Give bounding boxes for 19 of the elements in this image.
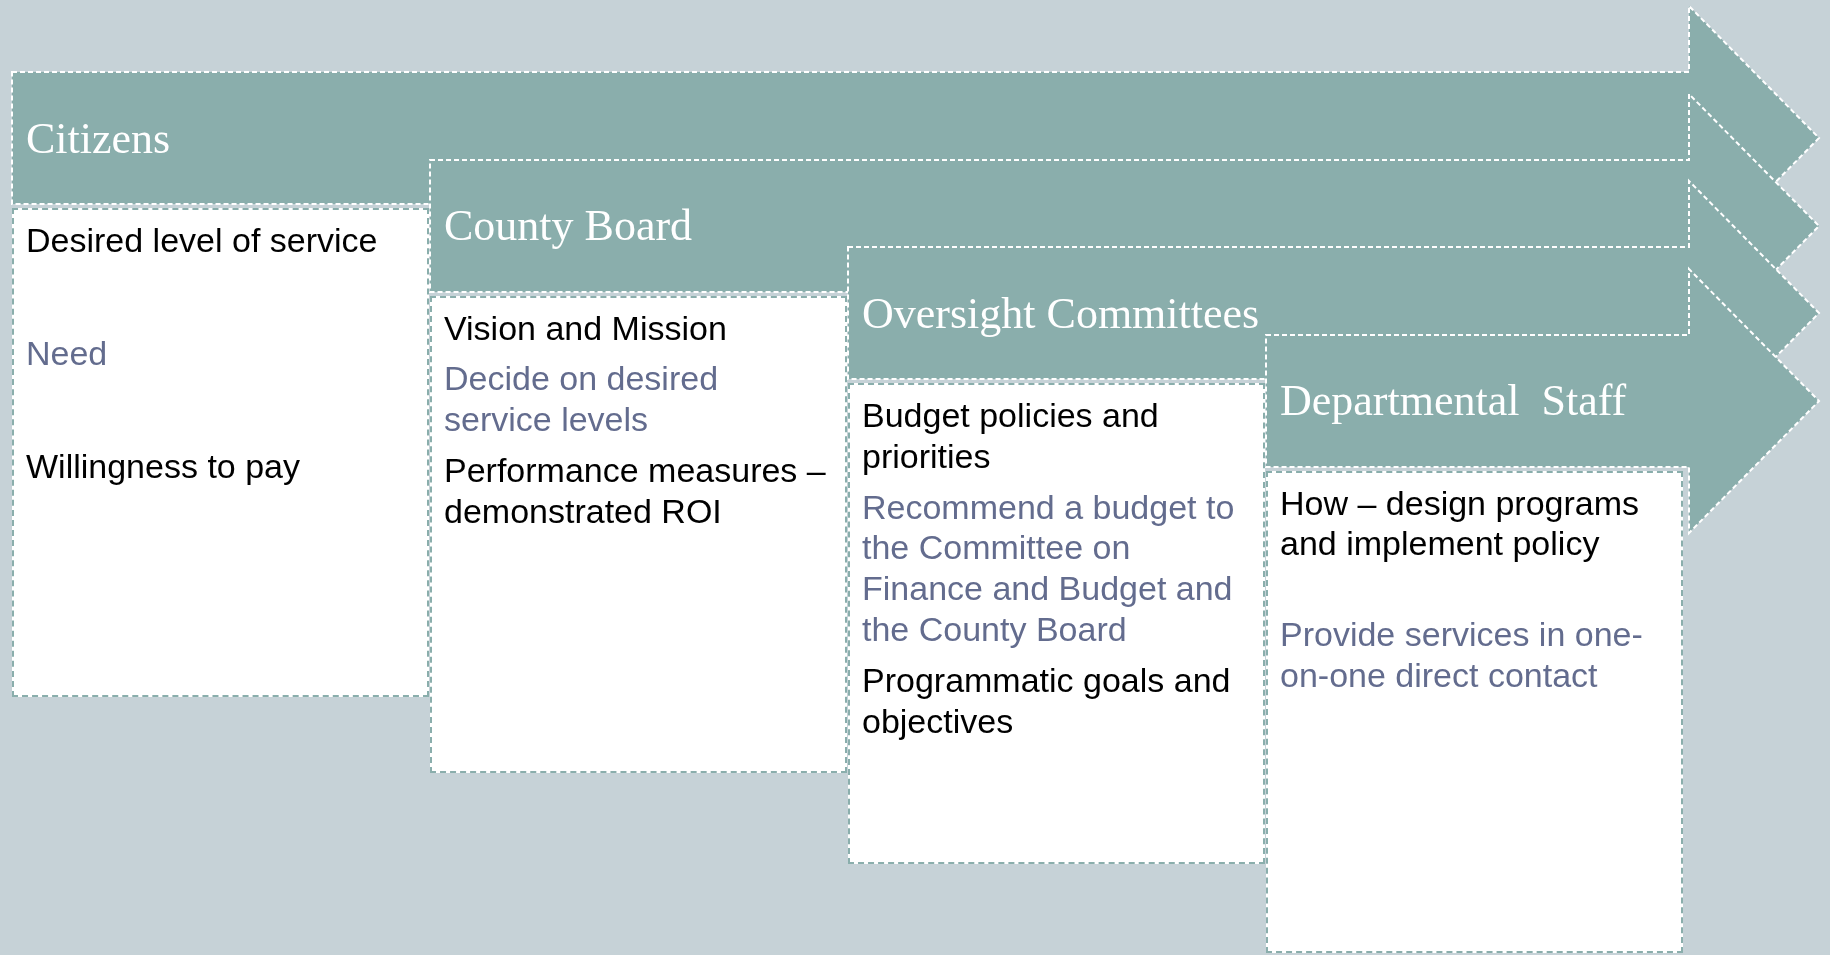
body-text: Recommend a budget to the Committee on Finance and Budget and the County Board [862,486,1236,650]
band-heading: Citizens [26,112,171,165]
text-panel [1266,470,1683,953]
body-text: Budget policies and priorities [862,395,1160,477]
text-panel [430,295,847,773]
band-heading: Departmental Staff [1280,375,1627,427]
body-text: How – design programs and implement policy [1280,482,1641,565]
text-panel [848,383,1265,864]
body-text: Willingness to pay [26,445,301,487]
body-text: Programmatic goals and objectives [862,659,1232,742]
band-heading: County Board [444,200,693,252]
band-heading: Oversight Committees [862,287,1260,340]
body-text: Need [26,332,109,374]
body-text: Desired level of service [26,220,379,261]
body-text: Provide services in one-on-one direct contact [1280,614,1644,696]
text-panel [12,208,429,697]
body-text: Performance measures – demonstrated ROI [444,449,827,532]
body-text: Decide on desired service levels [444,358,720,440]
body-text: Vision and Mission [444,307,728,349]
